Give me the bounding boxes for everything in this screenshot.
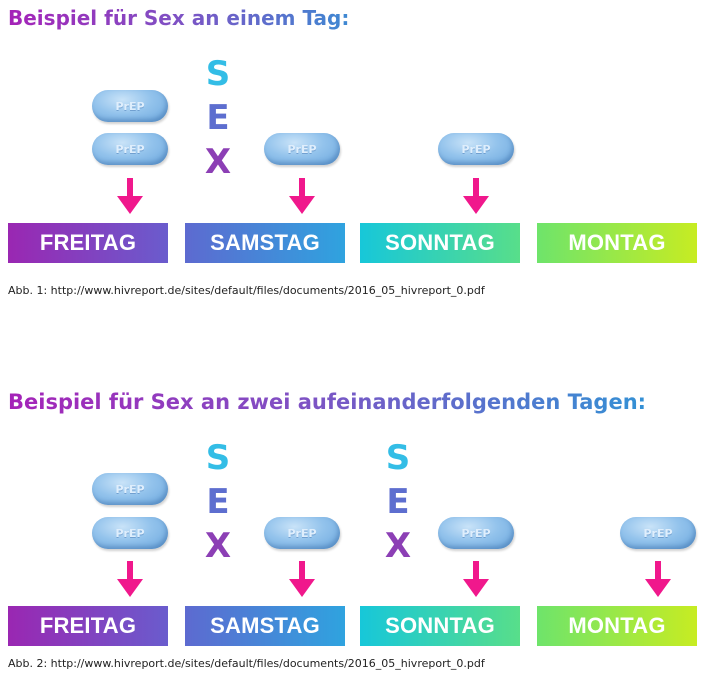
sex-letter-e: E [386, 482, 410, 522]
prep-pill-icon: PrEP [92, 517, 168, 549]
sex-letter-x: X [384, 526, 412, 566]
prep-pill-icon: PrEP [264, 517, 340, 549]
sex-letters: S E X [198, 436, 238, 568]
section2-title: Beispiel für Sex an zwei aufeinanderfolg… [8, 390, 668, 414]
day-montag: MONTAG [537, 223, 697, 263]
down-arrow-icon [289, 561, 315, 597]
down-arrow-icon [645, 561, 671, 597]
prep-pill-icon: PrEP [438, 133, 514, 165]
sex-letter-s: S [205, 438, 231, 478]
sex-letter-x: X [204, 142, 232, 182]
prep-pill-icon: PrEP [92, 473, 168, 505]
down-arrow-icon [463, 561, 489, 597]
day-freitag: FREITAG [8, 606, 168, 646]
sex-letters: S E X [198, 52, 238, 184]
prep-pill-icon: PrEP [264, 133, 340, 165]
down-arrow-icon [117, 561, 143, 597]
prep-pill-icon: PrEP [620, 517, 696, 549]
day-sonntag: SONNTAG [360, 606, 520, 646]
sex-letter-s: S [385, 438, 411, 478]
day-sonntag: SONNTAG [360, 223, 520, 263]
figure-caption-2: Abb. 2: http://www.hivreport.de/sites/de… [8, 657, 485, 670]
day-montag: MONTAG [537, 606, 697, 646]
figure-caption-1: Abb. 1: http://www.hivreport.de/sites/de… [8, 284, 485, 297]
prep-pill-icon: PrEP [92, 90, 168, 122]
section1-title: Beispiel für Sex an einem Tag: [8, 6, 388, 30]
day-freitag: FREITAG [8, 223, 168, 263]
down-arrow-icon [463, 178, 489, 214]
down-arrow-icon [289, 178, 315, 214]
day-samstag: SAMSTAG [185, 223, 345, 263]
day-samstag: SAMSTAG [185, 606, 345, 646]
sex-letters: S E X [378, 436, 418, 568]
sex-letter-e: E [206, 98, 230, 138]
sex-letter-e: E [206, 482, 230, 522]
prep-pill-icon: PrEP [92, 133, 168, 165]
down-arrow-icon [117, 178, 143, 214]
prep-pill-icon: PrEP [438, 517, 514, 549]
sex-letter-s: S [205, 54, 231, 94]
sex-letter-x: X [204, 526, 232, 566]
